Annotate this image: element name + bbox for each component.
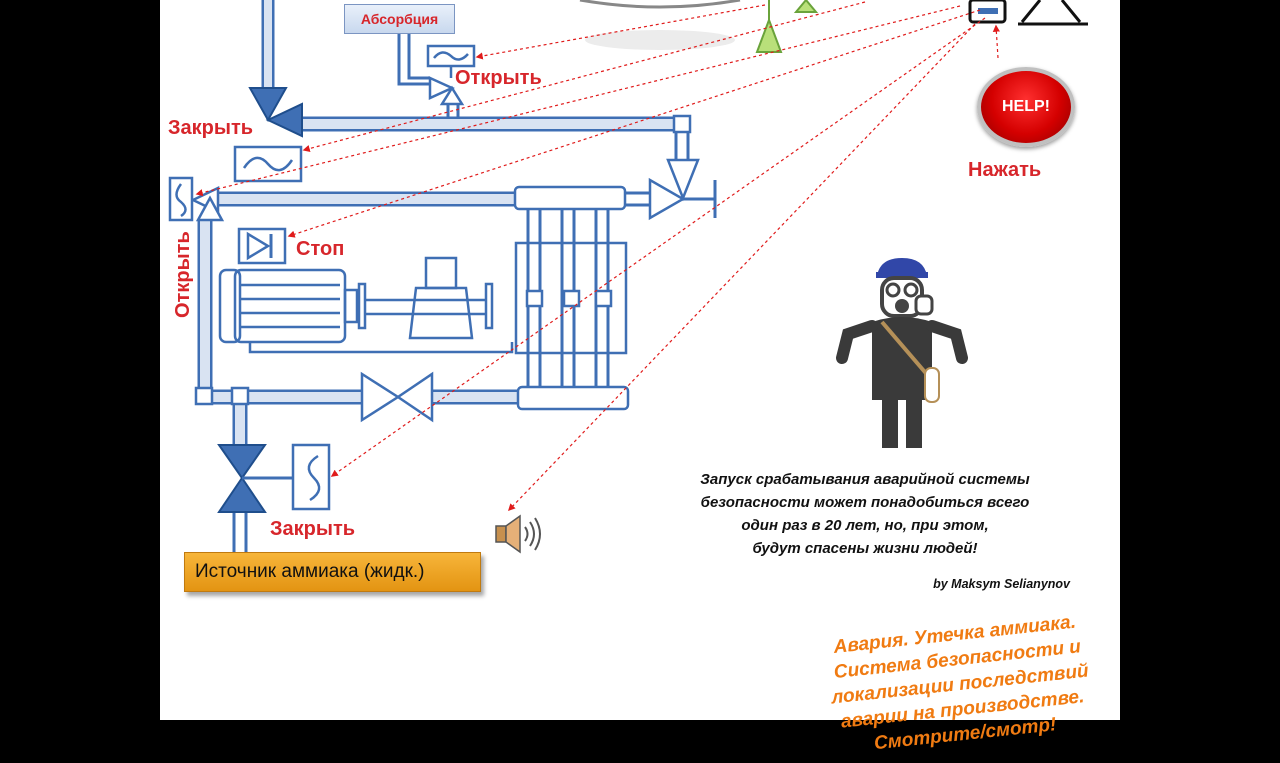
ammonia-source-box: Источник аммиака (жидк.): [184, 552, 481, 592]
safety-note-line: безопасности может понадобиться всего: [700, 494, 1030, 511]
valve-absorb-open[interactable]: [428, 76, 465, 106]
reservoir-top: [579, 0, 741, 9]
valve-right-bypass[interactable]: [648, 158, 700, 221]
safety-note: Запуск срабатывания аварийной системы бе…: [670, 468, 1060, 560]
compressor-unit: [218, 256, 514, 354]
pipe-junctions: [194, 114, 692, 406]
reservoir-shadow: [585, 30, 735, 50]
label-press: Нажать: [968, 159, 1041, 181]
speaker-icon[interactable]: [492, 512, 542, 556]
safety-note-line: Запуск срабатывания аварийной системы: [700, 471, 1030, 488]
valve-main-close[interactable]: [248, 87, 303, 138]
help-button[interactable]: HELP!: [977, 67, 1075, 147]
author-credit: by Maksym Selianynov: [933, 577, 1070, 591]
signal-lines: [195, 1, 986, 512]
absorption-box: Абсорбция: [344, 4, 455, 34]
stop-button[interactable]: [237, 227, 287, 265]
label-open-vertical: Открыть: [172, 231, 194, 318]
heat-exchanger: [513, 185, 630, 411]
valve-gate[interactable]: [360, 371, 434, 423]
label-close-left: Закрыть: [168, 117, 253, 139]
valve-left-open[interactable]: [190, 186, 225, 222]
control-panel-icon: [968, 0, 1088, 26]
valve-source-close[interactable]: [217, 444, 267, 513]
sensor-cone-icon: [793, 0, 819, 13]
label-open-top: Открыть: [455, 67, 542, 89]
safety-note-line: будут спасены жизни людей!: [752, 540, 978, 557]
process-diagram: Открыть Закрыть Открыть Стоп Закрыть Наж…: [168, 0, 1088, 552]
label-close-bottom: Закрыть: [270, 518, 355, 540]
label-stop: Стоп: [296, 238, 344, 260]
sensor-cone-icon: [755, 17, 783, 53]
worker-gas-mask-icon: [836, 258, 968, 448]
safety-note-line: один раз в 20 лет, но, при этом,: [741, 517, 989, 534]
